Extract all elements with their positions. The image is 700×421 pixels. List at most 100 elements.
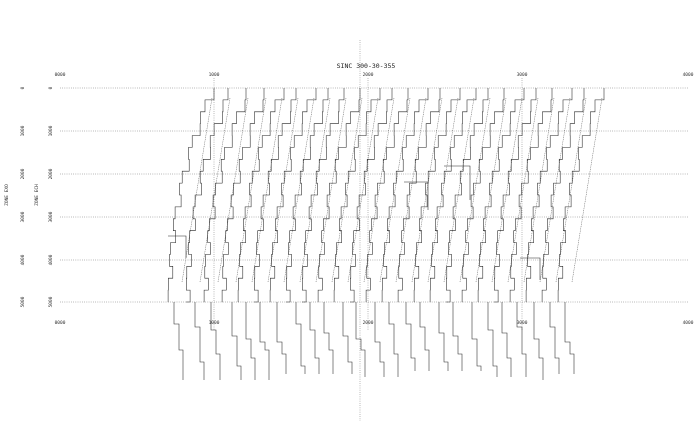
- trace-companion: [283, 97, 315, 283]
- trace-lower: [245, 302, 256, 380]
- trace-lower: [231, 302, 242, 380]
- step-box: [168, 235, 187, 258]
- trace-companion: [315, 97, 347, 283]
- y-tick-inner: 2000: [48, 168, 54, 179]
- trace-upper: [221, 88, 265, 303]
- trace-companion: [267, 97, 299, 283]
- trace-lower: [259, 302, 270, 380]
- trace-upper: [167, 88, 215, 303]
- y-tick-outer: 2000: [20, 168, 26, 179]
- x-tick-top: 0000: [55, 72, 66, 78]
- trace-lower: [438, 302, 449, 371]
- x-tick-labels: 0000 1000 2000 3000 4000 0000 1000 2000 3000 4000: [55, 72, 694, 326]
- trace-lower: [276, 302, 287, 374]
- trace-upper: [333, 88, 381, 303]
- trace-lower: [194, 302, 205, 380]
- y-tick-outer: 0: [20, 86, 26, 89]
- trace-upper: [461, 88, 505, 303]
- trace-lower: [501, 302, 512, 377]
- trace-companion: [427, 97, 459, 283]
- step-box: [520, 257, 541, 280]
- trace-lower: [452, 302, 463, 371]
- chart-title: SINC 300-30-355: [337, 62, 396, 70]
- trace-companion: [555, 97, 587, 283]
- x-tick-top: 4000: [683, 72, 694, 78]
- y-tick-outer: 3000: [20, 211, 26, 222]
- trace-companion: [539, 97, 571, 283]
- trace-companion: [217, 97, 249, 283]
- trace-upper: [509, 88, 553, 303]
- trace-upper: [269, 88, 317, 303]
- trace-companion: [379, 97, 411, 283]
- trace-companion: [443, 97, 475, 283]
- y-tick-inner: 3000: [48, 211, 54, 222]
- x-tick-bottom: 4000: [683, 320, 694, 326]
- trace-upper: [286, 88, 329, 303]
- trace-lower: [533, 302, 544, 380]
- trace-companion: [235, 97, 267, 283]
- trace-upper: [477, 88, 525, 303]
- trace-lower: [549, 302, 560, 374]
- trace-lower: [309, 302, 320, 374]
- trace-upper: [446, 88, 489, 303]
- trace-upper: [365, 88, 409, 303]
- trace-companion: [199, 97, 231, 283]
- y-tick-inner: 4000: [48, 254, 54, 265]
- trace-lower: [323, 302, 334, 374]
- x-tick-top: 3000: [517, 72, 528, 78]
- trace-lower: [388, 302, 399, 377]
- trace-upper: [302, 88, 345, 303]
- trace-companion: [299, 97, 331, 283]
- trace-upper: [541, 88, 585, 303]
- trace-lower: [419, 302, 430, 371]
- trace-upper: [413, 88, 461, 303]
- trace-upper: [203, 88, 247, 303]
- trace-lower: [564, 302, 575, 374]
- trace-upper: [317, 88, 361, 303]
- trace-companion: [395, 97, 427, 283]
- y-tick-outer: 4000: [20, 254, 26, 265]
- trace-companion: [571, 97, 603, 283]
- trace-upper: [494, 88, 537, 303]
- trace-lower: [295, 302, 306, 374]
- trace-upper: [237, 88, 285, 303]
- x-tick-top: 1000: [209, 72, 220, 78]
- trace-lower: [405, 302, 416, 371]
- trace-companion: [491, 97, 523, 283]
- trace-companion: [181, 97, 213, 283]
- trace-companion: [507, 97, 539, 283]
- x-tick-bottom: 2000: [363, 320, 374, 326]
- y-tick-outer: 5000: [20, 296, 26, 307]
- trace-lower: [471, 302, 482, 371]
- trace-companion: [331, 97, 363, 283]
- trace-upper: [429, 88, 477, 303]
- trace-upper: [397, 88, 441, 303]
- trace-companion: [459, 97, 491, 283]
- x-tick-top: 2000: [363, 72, 374, 78]
- step-box: [444, 165, 471, 200]
- trace-companion: [251, 97, 283, 283]
- x-tick-bottom: 1000: [209, 320, 220, 326]
- trace-upper: [381, 88, 429, 303]
- trace-companion: [363, 97, 395, 283]
- trace-upper: [525, 88, 573, 303]
- trace-upper: [254, 88, 297, 303]
- trace-companion: [347, 97, 379, 283]
- seismic-traces: [167, 88, 605, 380]
- y-axis-label-outer: ZONE EXO: [4, 184, 10, 206]
- x-tick-bottom: 3000: [517, 320, 528, 326]
- y-axis-label-inner: ZONE ECH: [34, 184, 40, 206]
- trace-lower: [355, 302, 366, 377]
- grid-lines: [60, 40, 688, 421]
- y-tick-inner: 1000: [48, 125, 54, 136]
- trace-lower: [173, 302, 184, 380]
- trace-lower: [210, 302, 221, 380]
- y-tick-inner: 0: [48, 86, 54, 89]
- step-box: [404, 181, 429, 210]
- x-tick-bottom: 0000: [55, 320, 66, 326]
- trace-lower: [487, 302, 498, 377]
- trace-companion: [523, 97, 555, 283]
- trace-companion: [475, 97, 507, 283]
